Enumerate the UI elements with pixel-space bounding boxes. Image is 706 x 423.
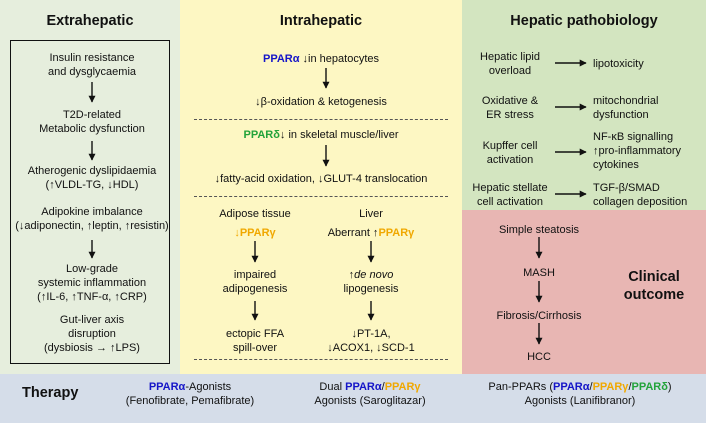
therapy-label: Therapy [22,385,79,401]
ppar-alpha-line: PPARα ↓in hepatocytes [262,53,379,65]
therapy-panel [0,374,706,423]
clinical-step-fibrosis: Fibrosis/Cirrhosis [496,310,582,322]
clinical-step-mash: MASH [523,267,555,279]
clinical-outcome-panel [462,210,706,374]
ppar-delta-label: PPARδ [243,129,280,141]
intrahepatic-panel [180,0,462,374]
therapy-pan: Pan-PPARs (PPARα/PPARγ/PPARδ) Agonists (… [488,381,672,407]
therapy-ppar-alpha: PPARα-Agonists (Fenofibrate, Pemafibrate… [125,381,255,407]
liver-aberrant-gamma: Aberrant ↑PPARγ [327,227,415,239]
clinical-step-steatosis: Simple steatosis [498,224,580,236]
beta-oxidation-text: ↓β-oxidation & ketogenesis [255,96,387,108]
pt1a-acox1-scd1: ↓PT-1A,↓ACOX1, ↓SCD-1 [327,328,415,354]
extrahepatic-box [10,40,170,364]
fatty-acid-oxidation-text: ↓fatty-acid oxidation, ↓GLUT-4 transloca… [214,173,428,185]
patho-oxidative-stress: Oxidative &ER stress [481,95,539,121]
ppar-gamma-label: PPARγ [239,227,276,239]
intra-divider-1 [194,119,448,120]
ppar-delta-line: PPARδ↓ in skeletal muscle/liver [243,129,399,141]
extrahepatic-title: Extrahepatic [46,13,134,29]
intra-divider-3 [194,359,448,360]
intra-divider-2 [194,196,448,197]
liver-title: Liver [359,208,383,220]
patho-lipotoxicity: lipotoxicity [593,58,644,70]
de-novo-lipogenesis: ↑de novo lipogenesis [343,269,399,295]
pathobiology-title: Hepatic pathobiology [510,13,658,29]
adipose-tissue-title: Adipose tissue [219,208,291,220]
extra-step-adipokine: Adipokine imbalance(↓adiponectin, ↑lepti… [15,206,169,232]
adipose-ppar-gamma: ↓PPARγ [234,227,276,239]
ppar-alpha-label: PPARα [262,53,300,65]
clinical-step-hcc: HCC [527,351,551,363]
extra-step-dyslipidaemia: Atherogenic dyslipidaemia(↑VLDL-TG, ↓HDL… [27,165,157,191]
extrahepatic-panel [0,0,180,374]
therapy-dual: Dual PPARα/PPARγ Agonists (Saroglitazar) [314,381,426,407]
intrahepatic-title: Intrahepatic [279,13,363,29]
